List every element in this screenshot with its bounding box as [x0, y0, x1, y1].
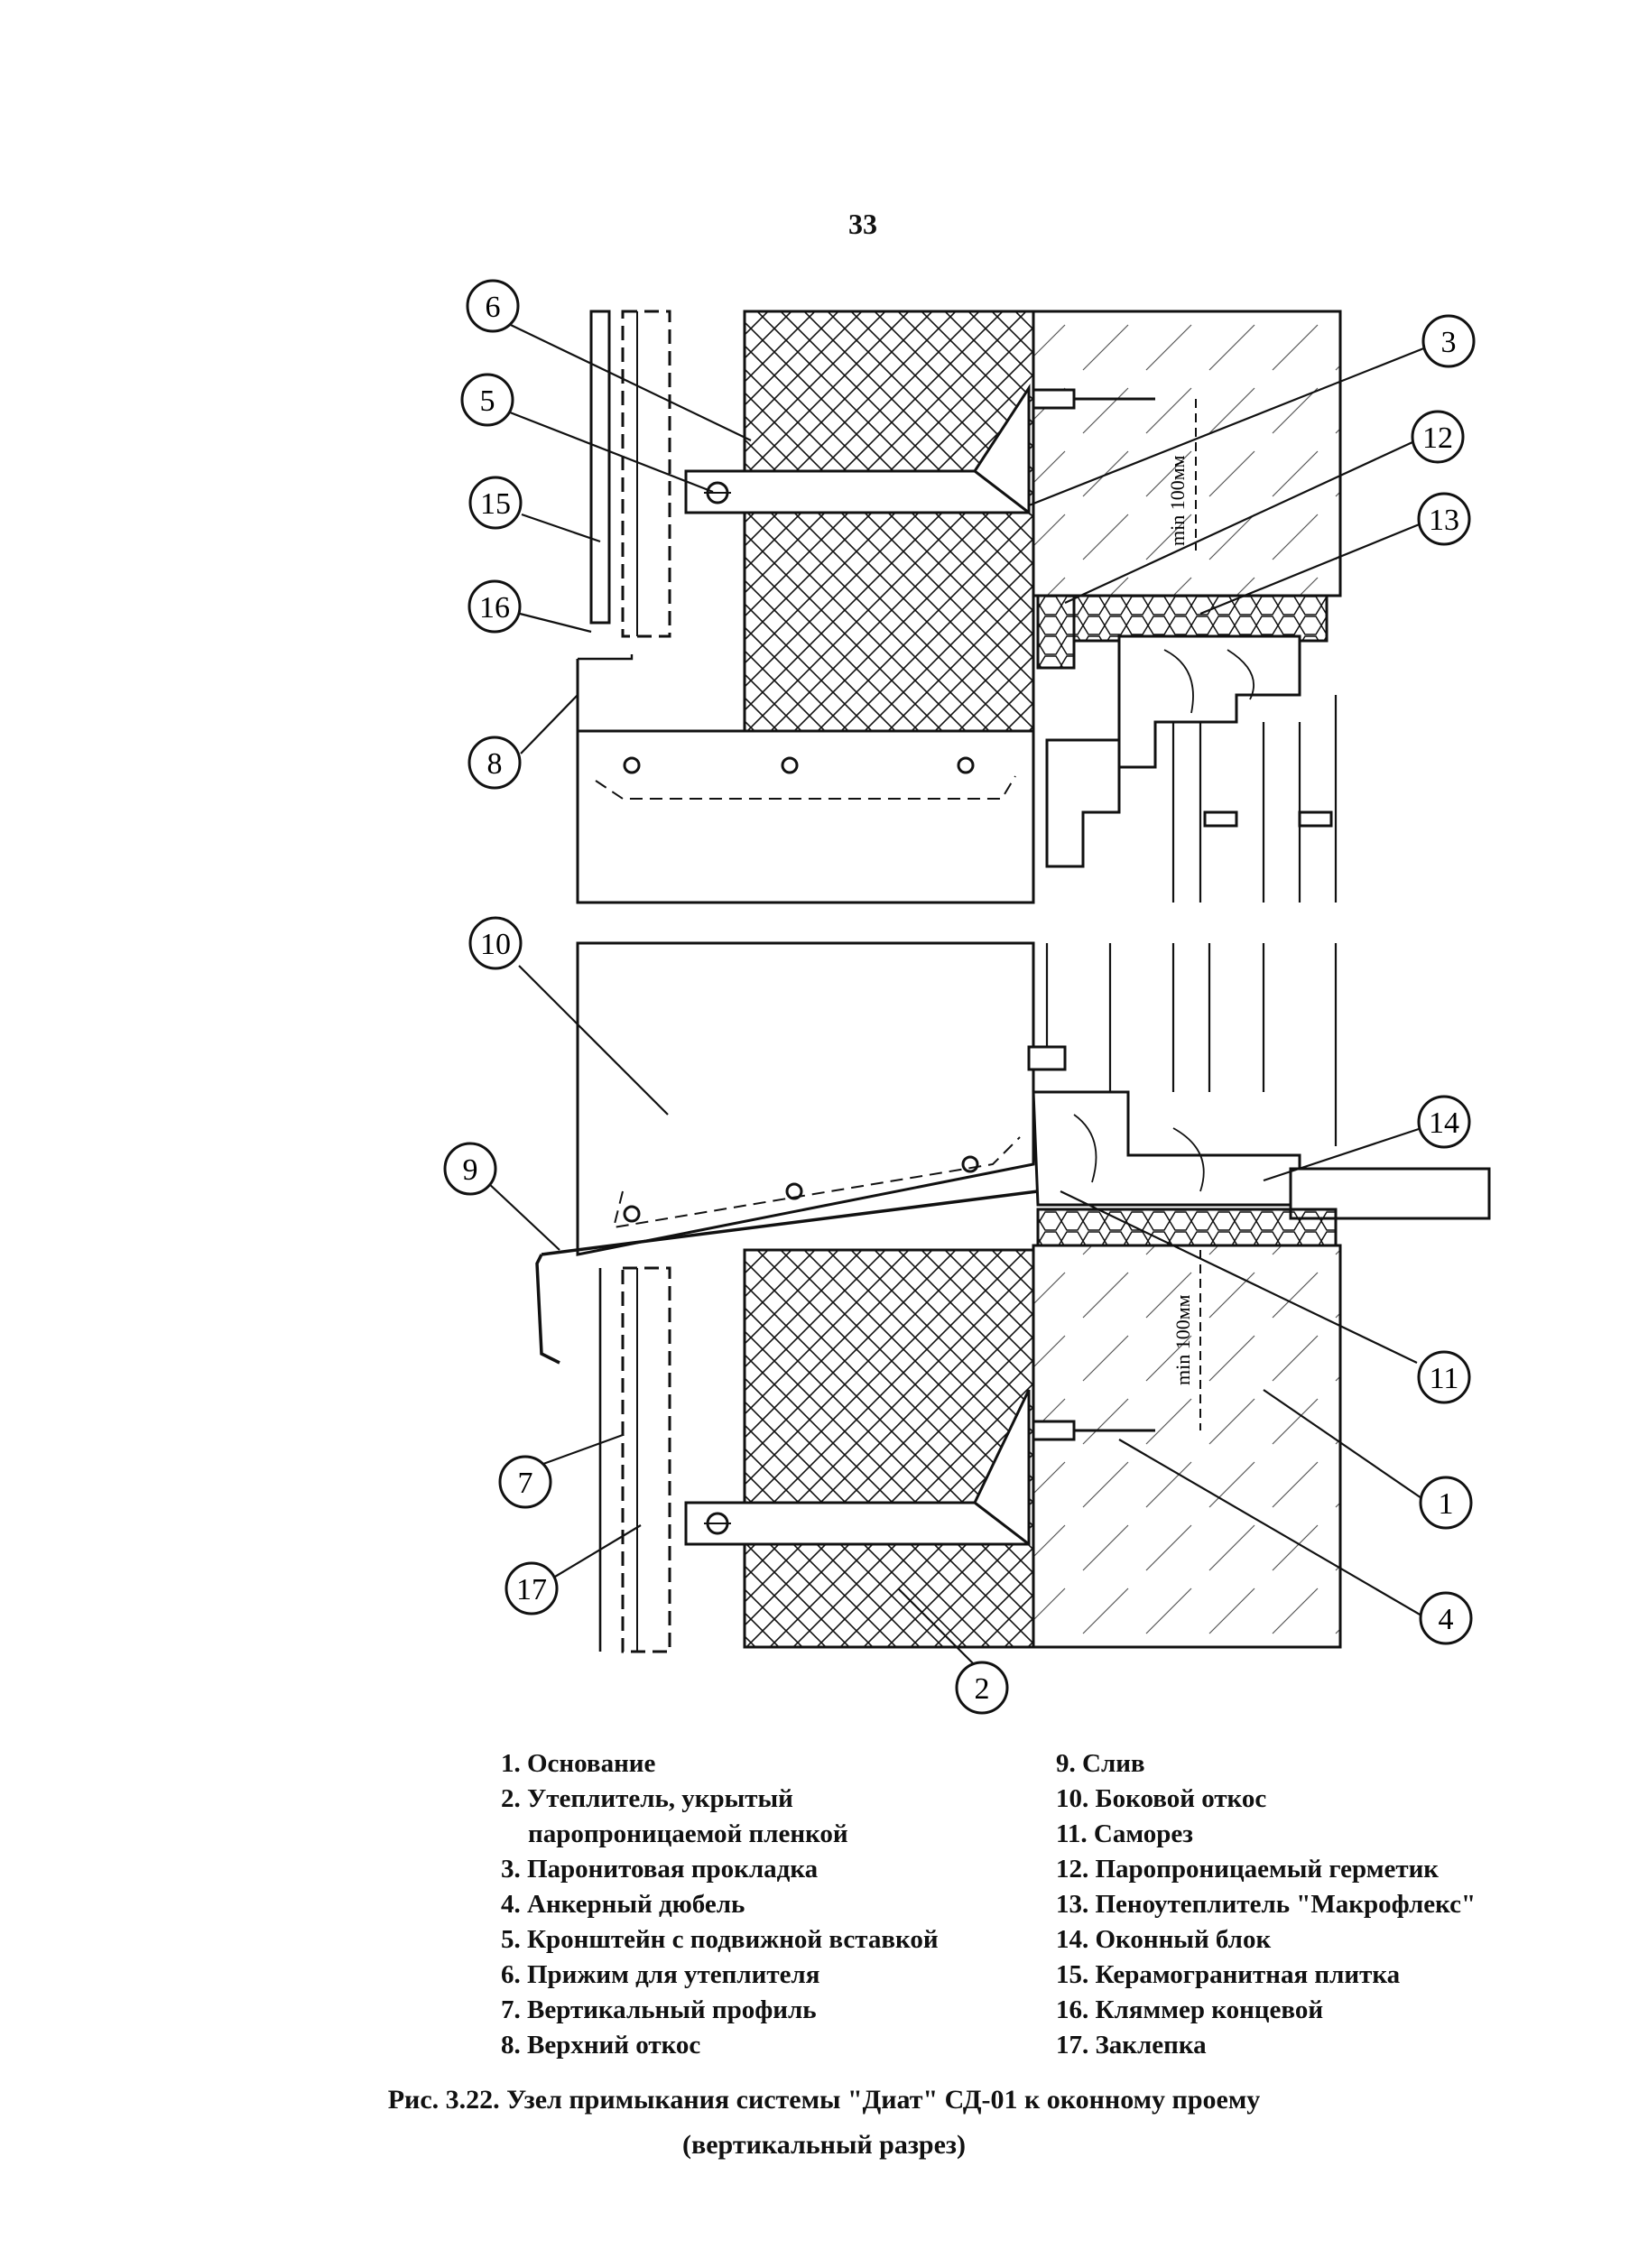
dimension-label-lower: min 100мм	[1171, 1294, 1194, 1385]
foam-13	[1072, 594, 1329, 643]
svg-text:2: 2	[975, 1672, 990, 1706]
callout-17: 17	[505, 1561, 559, 1615]
window-sill	[535, 1190, 1039, 1365]
legend-item-1: 1. Основание	[501, 1749, 656, 1778]
callout-3: 3	[1421, 314, 1476, 368]
ceramic-tile	[589, 310, 611, 625]
callout-15: 15	[468, 476, 523, 530]
legend-item-11: 11. Саморез	[1056, 1819, 1193, 1848]
foam-lower	[1036, 1208, 1338, 1247]
svg-text:4: 4	[1439, 1603, 1454, 1636]
svg-text:17: 17	[516, 1573, 547, 1606]
callout-8: 8	[468, 736, 522, 790]
upper-reveal	[576, 659, 1035, 904]
callout-13: 13	[1417, 492, 1471, 546]
callout-9: 9	[443, 1142, 497, 1196]
legend-item-7: 7. Вертикальный профиль	[501, 1995, 817, 2024]
lower-node	[535, 941, 1491, 1653]
svg-text:5: 5	[480, 384, 495, 418]
legend-item-4: 4. Анкерный дюбель	[501, 1890, 745, 1919]
caption-line-2: (вертикальный разрез)	[682, 2130, 966, 2160]
callout-11: 11	[1417, 1350, 1471, 1404]
legend-item-3: 3. Паронитовая прокладка	[501, 1855, 819, 1884]
svg-text:1: 1	[1439, 1487, 1454, 1521]
callout-16: 16	[468, 579, 522, 634]
page-number: 33	[848, 208, 877, 240]
legend-item-16: 16. Кляммер концевой	[1056, 1995, 1324, 2024]
callout-2: 2	[955, 1661, 1009, 1715]
legend-item-5: 5. Кронштейн с подвижной вставкой	[501, 1925, 939, 1954]
window-frame-lower	[1032, 1090, 1301, 1207]
legend-item-14: 14. Оконный блок	[1056, 1925, 1272, 1954]
legend-item-8: 8. Верхний откос	[501, 2031, 701, 2060]
vertical-profile-upper	[621, 310, 671, 638]
legend-item-6: 6. Прижим для утеплителя	[501, 1960, 820, 1989]
upper-node	[576, 310, 1342, 904]
dimension-min-100mm	[1195, 399, 1201, 1430]
svg-text:15: 15	[480, 487, 511, 521]
callout-4: 4	[1419, 1591, 1473, 1645]
svg-text:12: 12	[1422, 421, 1453, 455]
leader-lines	[486, 315, 1427, 1666]
svg-text:13: 13	[1429, 504, 1459, 537]
legend-item-9: 9. Слив	[1056, 1749, 1145, 1778]
legend-item-13: 13. Пеноутеплитель "Макрофлекс"	[1056, 1890, 1477, 1919]
callout-7: 7	[498, 1455, 552, 1509]
window-frame-upper	[1117, 634, 1301, 769]
svg-text:3: 3	[1441, 326, 1457, 359]
svg-text:11: 11	[1430, 1362, 1459, 1395]
base-wall-upper	[1032, 310, 1342, 597]
svg-text:7: 7	[518, 1467, 533, 1500]
caption-line-1: Рис. 3.22. Узел примыкания системы "Диат…	[387, 2085, 1261, 2115]
sealant-12	[1036, 594, 1076, 670]
legend-item-10: 10. Боковой откос	[1056, 1784, 1267, 1813]
callout-5: 5	[460, 373, 514, 427]
svg-text:14: 14	[1429, 1106, 1459, 1140]
vertical-profile-lower	[621, 1266, 671, 1653]
bracket-upper	[684, 469, 1031, 514]
svg-text:10: 10	[480, 928, 511, 961]
callout-10: 10	[468, 916, 523, 970]
svg-text:6: 6	[486, 291, 501, 324]
callout-14: 14	[1417, 1095, 1471, 1149]
callout-1: 1	[1419, 1476, 1473, 1530]
svg-text:9: 9	[463, 1153, 478, 1187]
figure-caption: Рис. 3.22. Узел примыкания системы "Диат…	[0, 2078, 1648, 2168]
callout-6: 6	[466, 279, 520, 333]
legend-item-12: 12. Паропроницаемый герметик	[1056, 1855, 1440, 1884]
side-reveal	[576, 941, 1035, 1256]
legend-right: 9. Слив 10. Боковой откос 11. Саморез 12…	[1056, 1746, 1616, 2063]
svg-text:8: 8	[487, 747, 503, 781]
legend-item-15: 15. Керамогранитная плитка	[1056, 1960, 1401, 1989]
base-wall-lower	[1032, 1244, 1342, 1649]
bracket-lower	[684, 1501, 1031, 1546]
insulation-lower	[743, 1248, 1035, 1649]
dimension-label-upper: min 100мм	[1166, 455, 1189, 546]
legend-item-17: 17. Заклепка	[1056, 2031, 1207, 2060]
insulation-upper	[743, 310, 1035, 737]
svg-text:16: 16	[479, 591, 510, 625]
callout-12: 12	[1411, 410, 1465, 464]
